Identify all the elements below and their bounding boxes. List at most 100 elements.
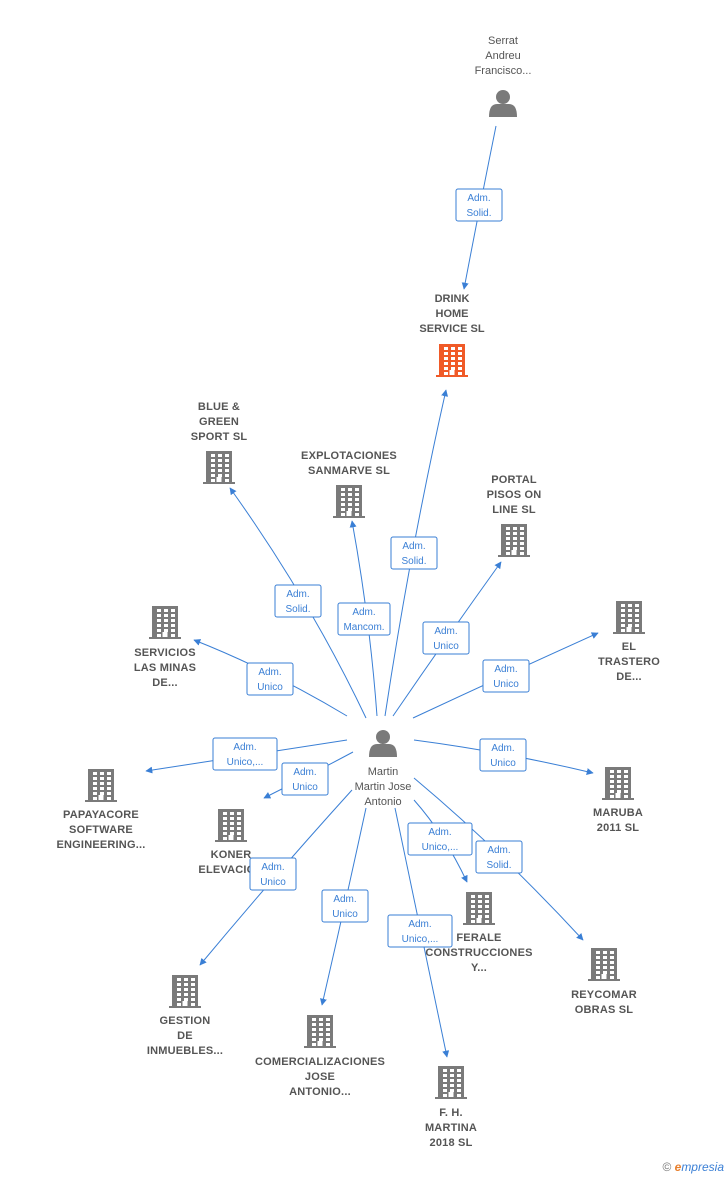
edge-label-text: Adm. — [408, 919, 431, 930]
edge-label-box[interactable] — [321, 889, 369, 923]
building-window — [191, 983, 195, 986]
edge-label-box[interactable] — [387, 914, 453, 948]
node-serrat[interactable]: SerratAndreuFrancisco... — [475, 35, 532, 117]
building-icon[interactable] — [149, 606, 181, 639]
building-icon[interactable] — [602, 767, 634, 800]
edge-label-box[interactable] — [475, 840, 523, 874]
building-window — [223, 817, 227, 820]
edge-label-box[interactable] — [455, 188, 503, 222]
building-window — [100, 792, 104, 795]
edge-label-martin-gestion[interactable]: Adm.Unico — [249, 857, 297, 891]
node-comercial[interactable]: COMERCIALIZACIONESJOSEANTONIO... — [255, 1015, 385, 1098]
edge-label-box[interactable] — [246, 662, 294, 696]
building-window — [443, 1069, 447, 1072]
building-window — [596, 976, 600, 979]
building-window — [485, 920, 489, 923]
building-door — [615, 793, 621, 799]
node-gestion[interactable]: GESTIONDEINMUEBLES... — [147, 975, 223, 1057]
node-label-comercial: COMERCIALIZACIONES — [255, 1056, 385, 1068]
edge-label-box[interactable] — [212, 737, 278, 771]
edge-label-box[interactable] — [407, 822, 473, 856]
edge-label-martin-reycomar[interactable]: Adm.Solid. — [475, 840, 523, 874]
edge-label-box[interactable] — [337, 602, 391, 636]
building-icon[interactable] — [169, 975, 201, 1008]
node-label-portal: PORTAL — [491, 474, 537, 486]
building-window — [355, 508, 359, 511]
node-ferale[interactable]: FERALECONSTRUCCIONESY... — [425, 892, 532, 974]
edge-label-martin-trastero[interactable]: Adm.Unico — [482, 659, 530, 693]
building-window — [610, 961, 614, 964]
node-label-servicios: DE... — [152, 677, 177, 689]
building-window — [610, 976, 614, 979]
building-icon[interactable] — [588, 948, 620, 981]
building-icon[interactable] — [436, 344, 468, 377]
building-icon[interactable] — [333, 485, 365, 518]
node-papaya[interactable]: PAPAYACORESOFTWAREENGINEERING... — [57, 769, 146, 851]
edge-label-martin-fh[interactable]: Adm.Unico,... — [387, 914, 453, 948]
person-icon[interactable] — [369, 730, 397, 757]
building-window — [326, 1028, 330, 1031]
building-icon[interactable] — [463, 892, 495, 925]
edge-label-martin-portal[interactable]: Adm.Unico — [422, 621, 470, 655]
node-label-trastero: DE... — [616, 671, 641, 683]
edge-label-martin-bluegreen[interactable]: Adm.Solid. — [274, 584, 322, 618]
building-window — [211, 469, 215, 472]
building-door — [228, 835, 234, 841]
edge-label-martin-maruba[interactable]: Adm.Unico — [479, 738, 527, 772]
edge-label-martin-comercial[interactable]: Adm.Unico — [321, 889, 369, 923]
node-label-trastero: EL — [622, 641, 637, 653]
building-window — [617, 785, 621, 788]
building-icon[interactable] — [304, 1015, 336, 1048]
edge-label-martin-papaya[interactable]: Adm.Unico,... — [212, 737, 278, 771]
building-window — [211, 459, 215, 462]
building-window — [93, 797, 97, 800]
building-window — [355, 493, 359, 496]
building-icon[interactable] — [613, 601, 645, 634]
edge-label-martin-explot[interactable]: Adm.Mancom. — [337, 602, 391, 636]
edge-label-box[interactable] — [482, 659, 530, 693]
building-window — [348, 508, 352, 511]
node-trastero[interactable]: ELTRASTERODE... — [598, 601, 660, 683]
building-window — [621, 624, 625, 627]
building-icon[interactable] — [203, 451, 235, 484]
edge-label-martin-koner[interactable]: Adm.Unico — [281, 762, 329, 796]
edge-label-box[interactable] — [422, 621, 470, 655]
edge-label-martin-drink[interactable]: Adm.Solid. — [390, 536, 438, 570]
building-icon[interactable] — [215, 809, 247, 842]
building-window — [596, 951, 600, 954]
edge-label-box[interactable] — [274, 584, 322, 618]
edge-label-martin-ferale[interactable]: Adm.Unico,... — [407, 822, 473, 856]
edge-label-box[interactable] — [281, 762, 329, 796]
edge-label-serrat-drink[interactable]: Adm.Solid. — [455, 188, 503, 222]
building-icon[interactable] — [498, 524, 530, 557]
building-door — [98, 795, 104, 801]
building-window — [341, 498, 345, 501]
building-icon[interactable] — [435, 1066, 467, 1099]
building-window — [443, 1089, 447, 1092]
edge-label-box[interactable] — [479, 738, 527, 772]
edge-label-box[interactable] — [390, 536, 438, 570]
node-label-papaya: SOFTWARE — [69, 824, 133, 836]
node-label-martin: Martin Jose — [355, 781, 412, 793]
building-window — [237, 822, 241, 825]
building-window — [610, 951, 614, 954]
person-icon[interactable] — [489, 90, 517, 117]
building-window — [93, 772, 97, 775]
edge-label-martin-servicios[interactable]: Adm.Unico — [246, 662, 294, 696]
building-window — [485, 915, 489, 918]
edge-label-text: Adm. — [467, 193, 490, 204]
edge-label-box[interactable] — [249, 857, 297, 891]
building-icon[interactable] — [85, 769, 117, 802]
building-window — [610, 956, 614, 959]
